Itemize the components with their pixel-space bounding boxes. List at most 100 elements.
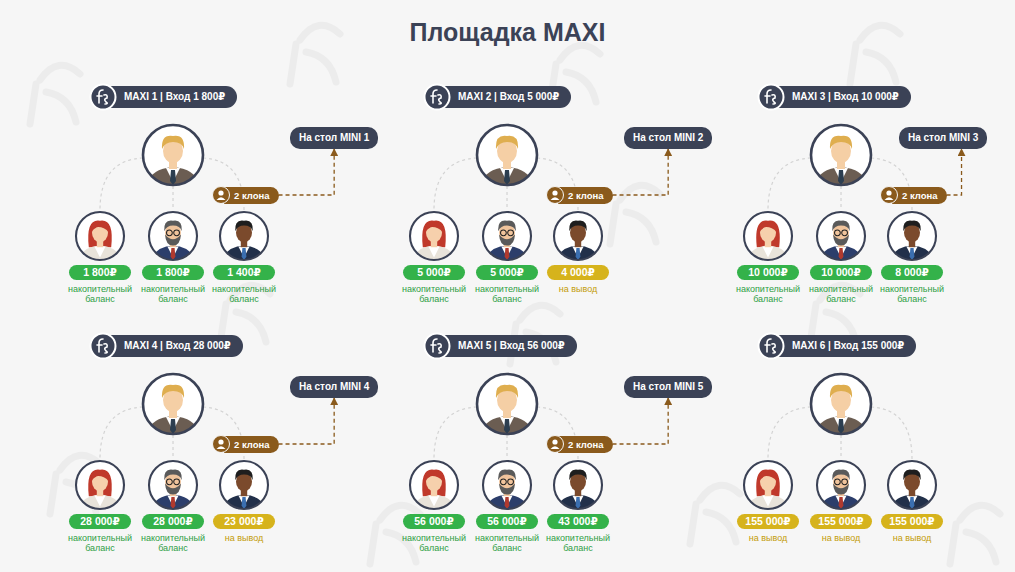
avatar-ground [554, 212, 602, 260]
icon-body [551, 197, 560, 200]
glasses [167, 230, 173, 236]
avatar-ring [554, 212, 602, 260]
tie [838, 170, 844, 185]
avatar-ground [483, 461, 531, 509]
avatar-ground [888, 212, 936, 260]
avatar [554, 212, 602, 265]
hair [162, 136, 184, 149]
amount-box: 56 000₽накопительный баланс [470, 514, 544, 553]
watermark-logo [30, 65, 80, 124]
glasses [842, 230, 848, 236]
fringe [91, 471, 109, 481]
tie [576, 497, 581, 509]
flow-arrow [279, 149, 335, 195]
hair [422, 470, 446, 497]
tree-line [100, 158, 143, 210]
tie [910, 248, 915, 260]
clone-pill: 2 клона [546, 186, 613, 204]
amount-box: 155 000₽на вывод [804, 514, 878, 543]
tree-line [172, 186, 173, 210]
avatar-figure [151, 221, 196, 265]
logo-mark [765, 90, 775, 104]
avatar [554, 461, 602, 514]
avatar-figure [890, 470, 935, 514]
amount-value: 5 000₽ [403, 265, 465, 280]
glasses [501, 230, 507, 236]
tie [576, 248, 581, 260]
glasses [501, 479, 507, 485]
avatar-ring [477, 125, 537, 185]
amount-value: 155 000₽ [810, 514, 872, 529]
avatar-ground [483, 212, 531, 260]
avatar [220, 461, 268, 514]
logo-mark [765, 339, 775, 353]
avatar-ground [811, 125, 871, 185]
avatar-ring [817, 212, 865, 260]
hair [496, 136, 518, 149]
table-label: На стол MINI 2 [624, 127, 712, 149]
icon-body [885, 197, 894, 200]
hair [235, 470, 253, 481]
watermark-logo [610, 185, 660, 244]
avatar [143, 374, 203, 440]
balance-caption: на вывод [541, 284, 615, 294]
table-pill: На стол MINI 1 [290, 127, 378, 149]
amount-value: 10 000₽ [737, 265, 799, 280]
shirt [762, 495, 773, 506]
page-title: Площадка MAXI [0, 18, 1015, 47]
table-pill: На стол MINI 2 [624, 127, 712, 149]
tree-line [172, 435, 173, 459]
level-label: MAXI 4 | Вход 28 000₽ [105, 335, 243, 357]
avatar-figure [746, 470, 791, 514]
logo-badge [423, 332, 451, 360]
shirt [762, 246, 773, 257]
beard [165, 483, 181, 494]
fringe [91, 222, 109, 232]
watermark-logo [850, 25, 900, 84]
tie [839, 497, 844, 509]
beard [165, 234, 181, 245]
logo-mark [97, 90, 107, 104]
avatar-ring [410, 461, 458, 509]
avatar-ground [220, 461, 268, 509]
avatar-figure [151, 470, 196, 514]
avatar [76, 212, 124, 265]
clone-label: 2 клона [892, 187, 947, 204]
avatar-ring [811, 374, 871, 434]
icon-circle [547, 436, 564, 453]
avatar-ring [744, 212, 792, 260]
fringe [425, 222, 443, 232]
logo-badge [423, 83, 451, 111]
amount-box: 28 000₽накопительный баланс [136, 514, 210, 553]
tie [839, 248, 844, 260]
watermark-logo [290, 25, 340, 84]
clone-label: 2 клона [224, 436, 279, 453]
hair [830, 136, 852, 149]
balance-caption: накопительный баланс [63, 533, 137, 553]
glasses [174, 479, 180, 485]
amount-box: 43 000₽накопительный баланс [541, 514, 615, 553]
hair [756, 221, 780, 248]
avatar-figure [412, 221, 457, 265]
avatar-ground [149, 461, 197, 509]
avatar-ring [76, 461, 124, 509]
tree-line [506, 186, 507, 210]
table-pill: На стол MINI 3 [899, 127, 987, 149]
clone-pill: 2 клона [212, 435, 279, 453]
balance-caption: накопительный баланс [470, 533, 544, 553]
amount-value: 155 000₽ [737, 514, 799, 529]
balance-caption: накопительный баланс [63, 284, 137, 304]
icon-circle [881, 187, 898, 204]
icon-body [217, 446, 226, 449]
table-pill: На стол MINI 4 [290, 376, 378, 398]
avatar-figure [479, 385, 535, 440]
balance-caption: накопительный баланс [731, 284, 805, 304]
tree-line [100, 407, 143, 459]
flow-arrow [613, 149, 669, 195]
balance-caption: накопительный баланс [541, 533, 615, 553]
tie [171, 497, 176, 509]
head [92, 223, 108, 242]
glasses [842, 479, 848, 485]
amount-value: 155 000₽ [881, 514, 943, 529]
avatar-ground [744, 212, 792, 260]
